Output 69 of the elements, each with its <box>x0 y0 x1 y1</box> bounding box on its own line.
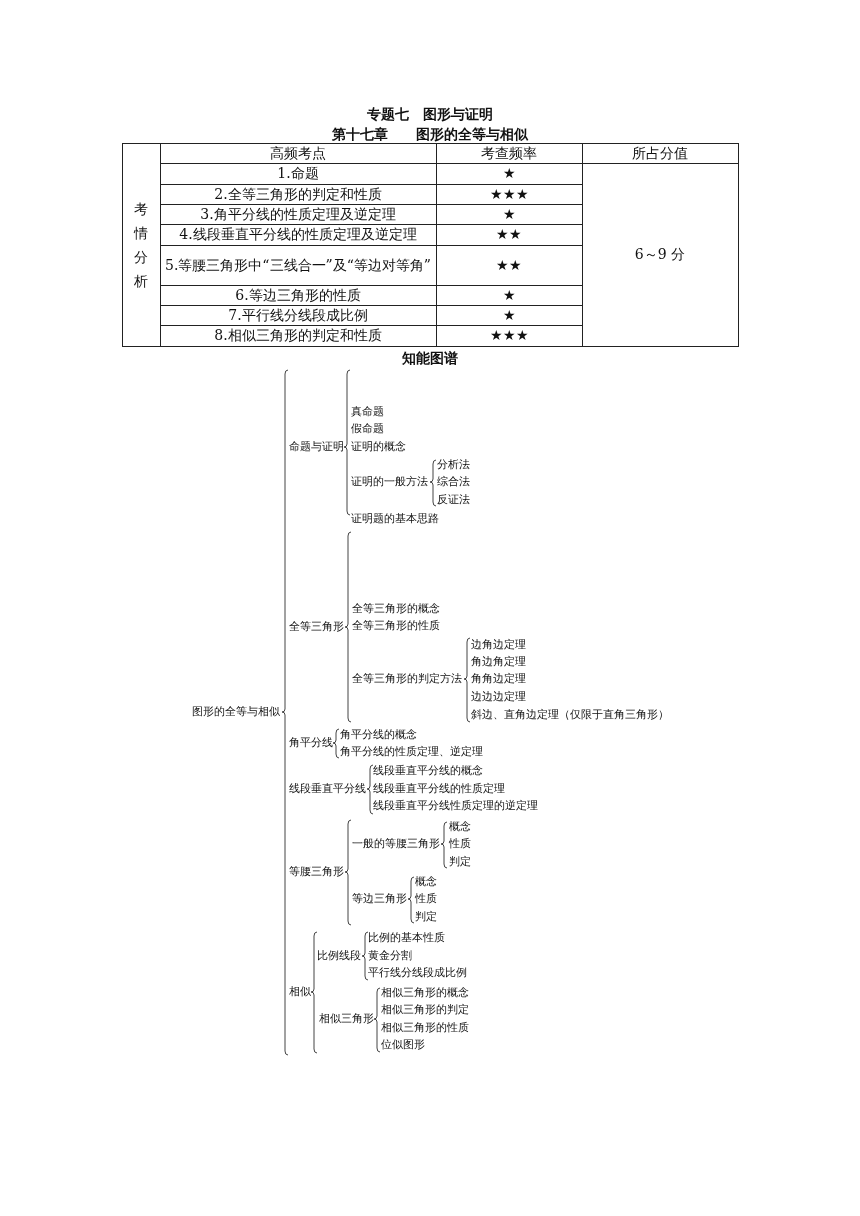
topic-text: 8.相似三角形的判定和性质 <box>214 326 382 345</box>
row-header: 考情分析 <box>133 199 149 291</box>
section-heading: 知能图谱 <box>401 350 459 368</box>
star-rating: ★ <box>502 285 516 305</box>
topic-label: 边边边定理 <box>471 690 526 703</box>
topic-label: 边角边定理 <box>471 638 526 651</box>
topic-label: 命题与证明 <box>289 440 344 453</box>
score-range: 6～9 分 <box>634 245 686 264</box>
topic-text: 2.全等三角形的判定和性质 <box>214 184 382 204</box>
topic-label: 线段垂直平分线的性质定理 <box>373 782 505 795</box>
topic-label: 性质 <box>415 892 437 905</box>
title: 专题七 图形与证明 <box>366 106 494 124</box>
topic-label: 概念 <box>415 875 437 888</box>
topic-label: 相似 <box>289 985 311 998</box>
topic-label: 斜边、直角边定理（仅限于直角三角形） <box>471 708 669 721</box>
topic-label: 反证法 <box>437 493 470 506</box>
star-rating: ★★★ <box>489 184 529 204</box>
topic-label: 角平分线 <box>289 736 333 749</box>
topic-label: 角平分线的性质定理、逆定理 <box>340 745 483 758</box>
topic-text: 6.等边三角形的性质 <box>235 285 361 305</box>
topic-label: 证明的一般方法 <box>351 475 428 488</box>
star-rating: ★★ <box>496 255 522 275</box>
topic-label: 平行线分线段成比例 <box>368 966 467 979</box>
topic-label: 比例线段 <box>317 949 361 962</box>
topic-text: 7.平行线分线段成比例 <box>228 305 368 325</box>
star-rating: ★★ <box>496 225 522 244</box>
topic-text: 3.角平分线的性质定理及逆定理 <box>200 204 396 224</box>
topic-label: 相似三角形 <box>319 1012 374 1025</box>
topic-label: 综合法 <box>437 475 470 488</box>
topic-label: 线段垂直平分线的概念 <box>373 764 483 777</box>
topic-label: 证明题的基本思路 <box>351 512 439 525</box>
topic-label: 位似图形 <box>381 1038 425 1051</box>
topic-label: 黄金分割 <box>368 949 412 962</box>
topic-label: 全等三角形的性质 <box>352 619 440 632</box>
topic-label: 概念 <box>449 820 471 833</box>
topic-label: 真命题 <box>351 405 384 418</box>
topic-label: 线段垂直平分线 <box>289 782 366 795</box>
topic-label: 图形的全等与相似 <box>192 705 280 718</box>
topic-text: 4.线段垂直平分线的性质定理及逆定理 <box>179 225 417 244</box>
topic-text: 1.命题 <box>277 164 319 183</box>
topic-label: 全等三角形的判定方法 <box>352 672 462 685</box>
topic-label: 假命题 <box>351 422 384 435</box>
topic-label: 判定 <box>415 910 437 923</box>
topic-label: 证明的概念 <box>351 440 406 453</box>
topic-label: 等腰三角形 <box>289 865 344 878</box>
star-rating: ★★★ <box>489 326 529 345</box>
column-header: 考查频率 <box>481 143 537 163</box>
topic-label: 相似三角形的判定 <box>381 1003 469 1016</box>
topic-label: 全等三角形的概念 <box>352 602 440 615</box>
star-rating: ★ <box>502 164 516 183</box>
topic-label: 一般的等腰三角形 <box>352 837 440 850</box>
topic-label: 角边角定理 <box>471 655 526 668</box>
topic-label: 相似三角形的性质 <box>381 1021 469 1034</box>
column-header: 高频考点 <box>270 143 326 163</box>
chapter-heading: 第十七章 图形的全等与相似 <box>331 126 529 144</box>
topic-label: 分析法 <box>437 458 470 471</box>
topic-label: 性质 <box>449 837 471 850</box>
column-header: 所占分值 <box>632 143 688 163</box>
topic-label: 角角边定理 <box>471 672 526 685</box>
topic-label: 比例的基本性质 <box>368 931 445 944</box>
star-rating: ★ <box>502 305 516 325</box>
topic-label: 角平分线的概念 <box>340 728 417 741</box>
topic-text: 5.等腰三角形中“三线合一”及“等边对等角” <box>165 255 431 275</box>
topic-label: 全等三角形 <box>289 620 344 633</box>
star-rating: ★ <box>502 204 516 224</box>
topic-label: 等边三角形 <box>352 892 407 905</box>
topic-label: 线段垂直平分线性质定理的逆定理 <box>373 799 538 812</box>
topic-label: 判定 <box>449 855 471 868</box>
topic-label: 相似三角形的概念 <box>381 986 469 999</box>
